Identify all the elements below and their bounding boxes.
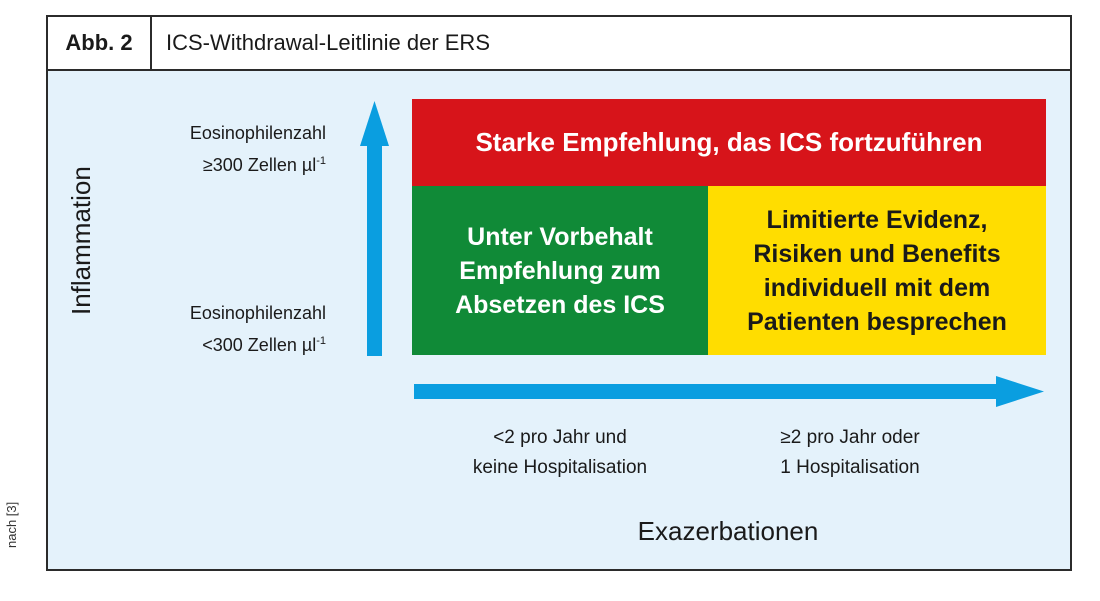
box-green-text: Unter Vorbehalt Empfehlung zum Absetzen … [455,222,665,319]
y-label-low-line1: Eosinophilenzahl [189,303,326,323]
y-label-high-exp: -1 [316,155,326,167]
box-yellow-text: Limitierte Evidenz, Risiken und Benefits… [747,205,1007,336]
box-red-text: Starke Empfehlung, das ICS fortzuführen [475,127,983,157]
box-strong-recommendation: Starke Empfehlung, das ICS fortzuführen [412,99,1046,186]
y-label-low-line2: <300 Zellen µl-1 [126,327,326,359]
x-axis-title: Exazerbationen [637,516,819,546]
figure-title: ICS-Withdrawal-Leitlinie der ERS [166,30,490,55]
y-axis-arrow [360,101,389,356]
y-label-low-exp: -1 [316,335,326,347]
figure-header: Abb. 2 ICS-Withdrawal-Leitlinie der ERS [48,17,1070,71]
x-label-low: <2 pro Jahr und keine Hospitalisation [472,427,648,478]
y-label-low-value: <300 Zellen µl [202,335,317,355]
y-label-high-line2: ≥300 Zellen µl-1 [126,147,326,179]
y-label-low: Eosinophilenzahl <300 Zellen µl-1 [126,299,326,359]
y-label-high-line1: Eosinophilenzahl [189,123,326,143]
box-conditional-recommendation: Unter Vorbehalt Empfehlung zum Absetzen … [412,186,708,355]
y-label-high-value: ≥300 Zellen µl [202,155,317,175]
x-label-high: ≥2 pro Jahr oder 1 Hospitalisation [780,427,920,478]
x-axis-arrow [414,376,1044,407]
figure-number: Abb. 2 [48,17,152,69]
y-label-high: Eosinophilenzahl ≥300 Zellen µl-1 [126,119,326,179]
box-limited-evidence: Limitierte Evidenz, Risiken und Benefits… [708,186,1046,355]
